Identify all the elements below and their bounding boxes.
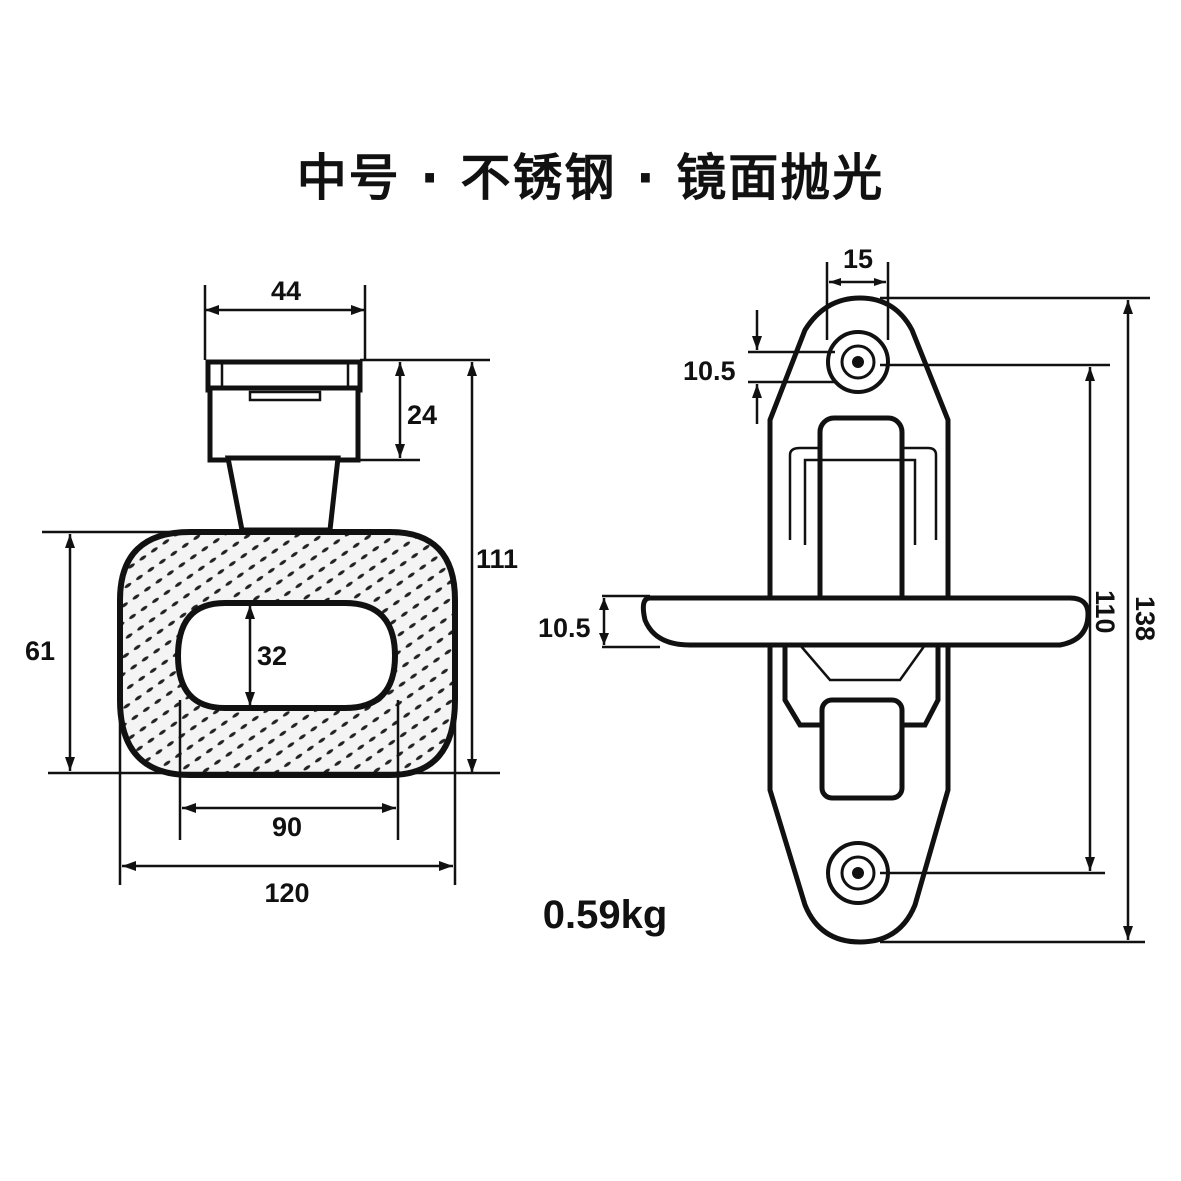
- dim-top-width: 44: [271, 276, 301, 306]
- handle-neck: [224, 455, 341, 533]
- mount-plate: [205, 359, 363, 393]
- latch-slot-lower: [819, 697, 905, 801]
- screw-top: [826, 330, 890, 394]
- weight-label: 0.59kg: [543, 893, 668, 937]
- dim-ring-height: 61: [25, 636, 55, 666]
- dim-hole-width: 90: [272, 812, 302, 842]
- dim-side-top-width: 15: [843, 244, 873, 274]
- dim-total-height: 111: [476, 544, 518, 574]
- ring-hole: [174, 600, 399, 711]
- side-view: 15 138 110 10.5 10.5: [538, 244, 1160, 945]
- drawing-title: 中号 · 不锈钢 · 镜面抛光: [296, 149, 885, 207]
- screw-bottom: [826, 841, 890, 905]
- front-view: 44 24 111 61 32 90 120: [25, 276, 518, 908]
- dim-side-total-height: 138: [1130, 596, 1160, 641]
- handle-bar: [640, 595, 1091, 648]
- dim-top-height: 24: [407, 400, 437, 430]
- dim-hole-height: 32: [257, 641, 287, 671]
- dim-handle-thickness: 10.5: [538, 613, 591, 643]
- dim-hole-gap: 10.5: [683, 356, 736, 386]
- dim-ring-width: 120: [264, 878, 309, 908]
- dim-hole-spacing: 110: [1090, 590, 1120, 634]
